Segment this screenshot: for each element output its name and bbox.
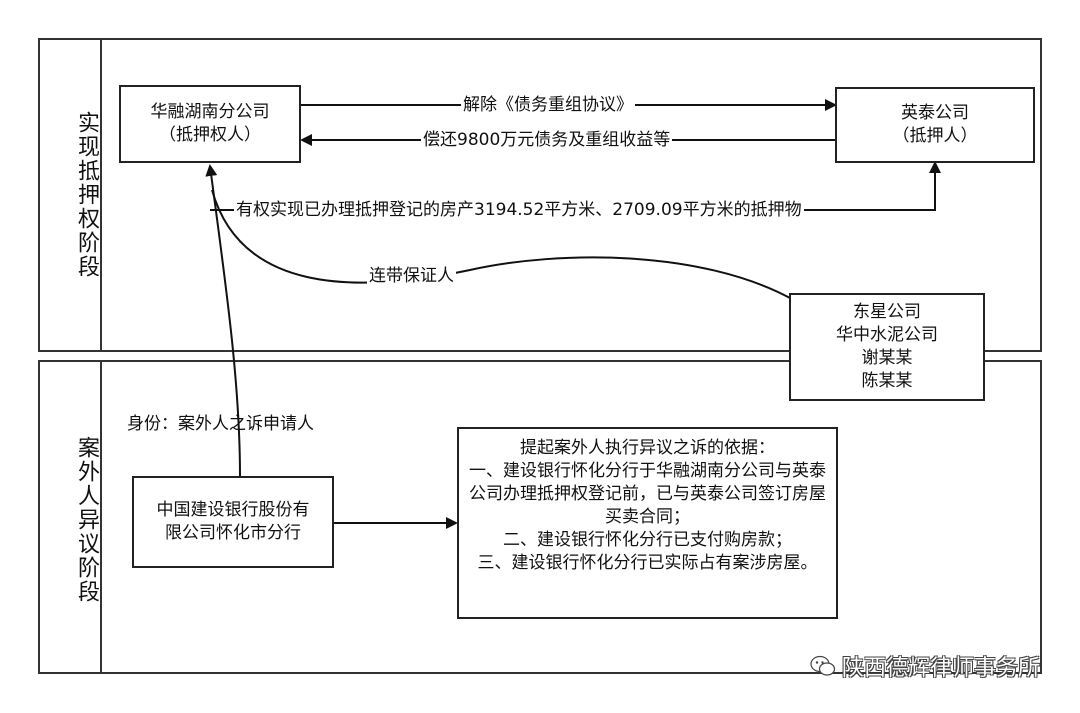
lane-frame-realize [38, 38, 1042, 352]
wechat-icon [810, 655, 836, 676]
node-mortgagor-label: 英泰公司 （抵押人） [892, 103, 978, 146]
lane-frame-objection [38, 360, 1042, 674]
edge-joint-guarantor [211, 189, 791, 299]
node-guarantors: 东星公司 华中水泥公司 谢某某 陈某某 [789, 293, 985, 401]
watermark-text: 陕西德辉律师事务所 [841, 656, 1040, 681]
node-ccb: 中国建设银行股份有 限公司怀化市分行 [132, 476, 334, 568]
edge-label-realize: 有权实现已办理抵押登记的房产3194.52平方米、2709.09平方米的抵押物 [234, 199, 804, 221]
node-guarantors-label: 东星公司 华中水泥公司 谢某某 陈某某 [836, 302, 938, 391]
edge-label-joint-guarantor: 连带保证人 [367, 265, 456, 287]
edge-identity [205, 164, 241, 477]
lane-label-realize: 实现抵押权阶段 [74, 111, 99, 279]
edge-label-repay: 偿还9800万元债务及重组收益等 [421, 129, 673, 151]
node-mortgagee-label: 华融湖南分公司 （抵押权人） [150, 102, 270, 145]
node-basis: 提起案外人执行异议之诉的依据： 一、建设银行怀化分行于华融湖南分公司与英泰公司办… [457, 427, 838, 619]
edge-label-rescind: 解除《债务重组协议》 [461, 94, 635, 116]
watermark: 陕西德辉律师事务所 [810, 650, 1040, 682]
node-mortgagor: 英泰公司 （抵押人） [835, 87, 1035, 163]
edge-label-identity: 身份：案外人之诉申请人 [127, 414, 314, 434]
node-mortgagee: 华融湖南分公司 （抵押权人） [119, 85, 301, 163]
node-ccb-label: 中国建设银行股份有 限公司怀化市分行 [156, 500, 310, 543]
lane-label-objection: 案外人异议阶段 [74, 436, 99, 604]
